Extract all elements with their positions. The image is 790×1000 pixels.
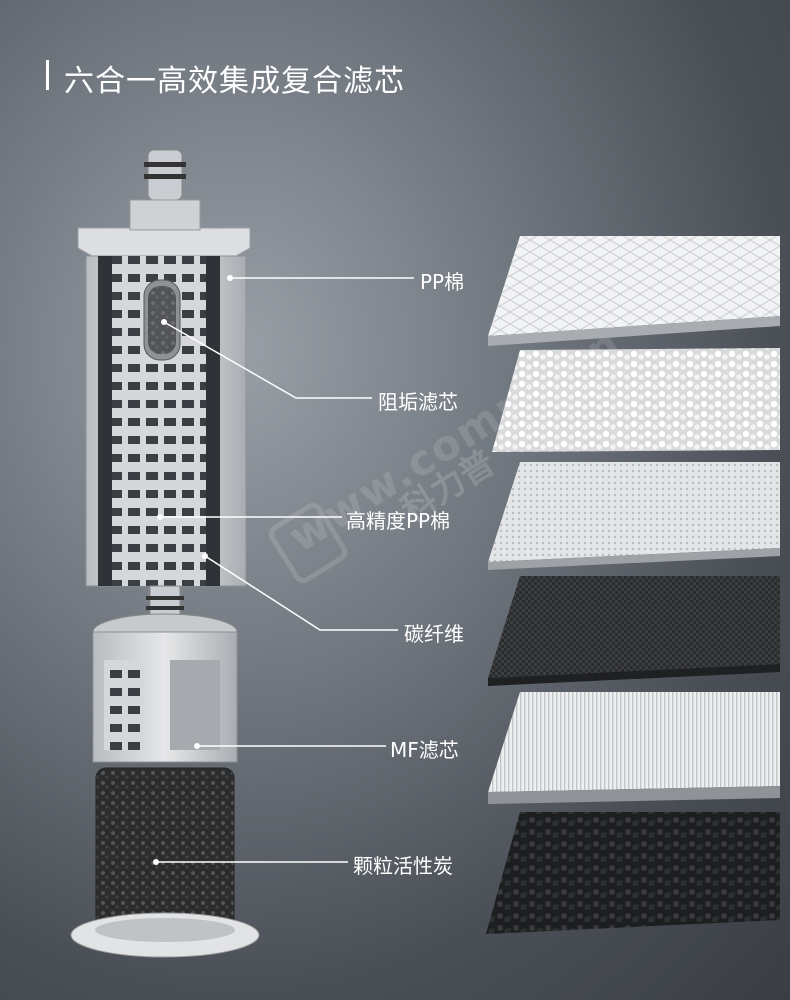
layer-mf-filter-swatch	[488, 692, 780, 804]
leader-lines	[153, 275, 414, 865]
layer-carbon-fiber-swatch	[488, 576, 780, 686]
page-title: 六合一高效集成复合滤芯	[64, 64, 405, 99]
label-scale-inhibitor: 阻垢滤芯	[378, 390, 458, 414]
label-granular-carbon: 颗粒活性炭	[353, 854, 453, 878]
label-mf-filter: MF滤芯	[390, 738, 459, 762]
layer-pp-cotton-swatch	[488, 236, 780, 346]
label-high-precision-pp: 高精度PP棉	[346, 509, 451, 533]
layer-high-precision-pp-swatch	[488, 462, 780, 570]
label-carbon-fiber: 碳纤维	[404, 622, 464, 646]
label-pp-cotton: PP棉	[420, 270, 465, 294]
title-accent-bar	[46, 60, 49, 90]
layer-scale-inhibitor-swatch	[492, 348, 780, 452]
layer-granular-carbon-swatch	[486, 812, 780, 934]
